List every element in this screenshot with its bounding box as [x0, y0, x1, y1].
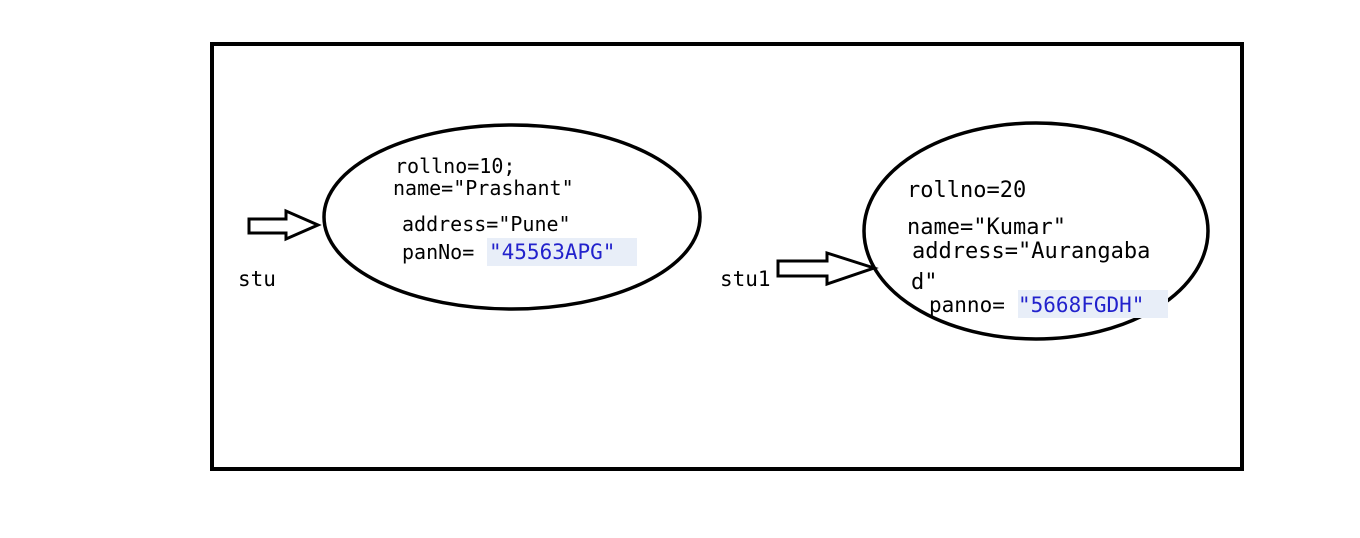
arrow-stu-icon [247, 208, 322, 242]
field-pan-prefix: panno= [929, 293, 1005, 317]
field-name: name="Prashant" [393, 176, 574, 200]
field-pan-prefix: panNo= [402, 240, 474, 264]
field-rollno: rollno=10; [395, 154, 515, 178]
object-ellipse [862, 121, 1210, 341]
pan-highlight [1018, 290, 1168, 318]
field-address-line2: d" [911, 270, 938, 295]
reference-stu-label: stu [238, 267, 276, 291]
field-pan-value: "45563APG" [489, 240, 615, 264]
object-stu1: rollno=20 name="Kumar" address="Aurangab… [862, 121, 1210, 341]
field-name: name="Kumar" [907, 215, 1066, 240]
arrow-stu1-icon [776, 250, 879, 287]
object-ellipse [322, 123, 702, 311]
field-rollno: rollno=20 [907, 178, 1026, 203]
field-address: address="Pune" [402, 212, 571, 236]
field-address-line1: address="Aurangaba [912, 239, 1150, 264]
heap-frame [210, 42, 1244, 471]
pan-highlight [487, 238, 637, 266]
object-stu: rollno=10; name="Prashant" address="Pune… [322, 123, 702, 311]
reference-stu1-label: stu1 [720, 267, 771, 291]
field-pan-value: "5668FGDH" [1018, 293, 1144, 317]
